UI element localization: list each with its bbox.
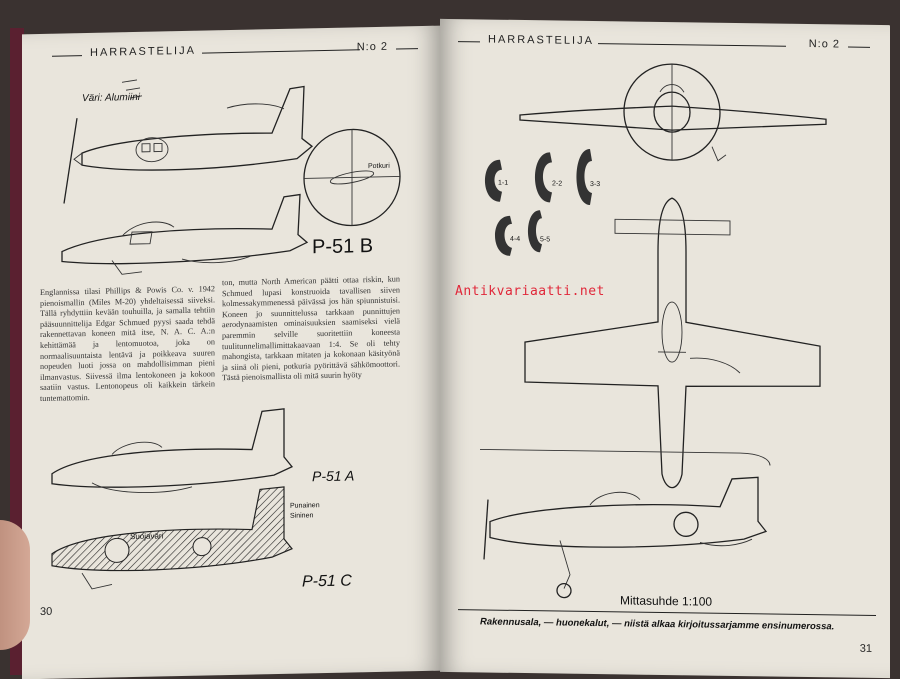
right-page-drawings (440, 19, 890, 678)
plan-view-drawing (525, 196, 820, 490)
p51c-drawing (52, 487, 292, 590)
note-propeller: Potkuri (368, 163, 390, 170)
label-p51b: P-51 B (312, 235, 373, 259)
section-label: 5-5 (540, 236, 550, 243)
side-view-drawing (480, 449, 770, 600)
note-red: Punainen (290, 502, 320, 510)
left-page-number: 30 (40, 606, 52, 618)
label-p51c: P-51 C (302, 572, 352, 591)
text-column-1: Englannissa tilasi Phillips & Powis Co. … (40, 284, 215, 404)
left-page: HARRASTELIJA N:o 2 (22, 26, 440, 679)
section-label: 4-4 (510, 236, 520, 243)
propeller-circle-drawing (304, 128, 400, 226)
front-view-drawing (520, 62, 826, 162)
watermark: Antikvariaatti.net (455, 284, 605, 299)
note-color: Väri: Alumiini (82, 92, 140, 104)
text-column-2: ton, mutta North American päätti ottaa r… (222, 274, 400, 384)
p51b-drawing (62, 194, 307, 275)
note-camouflage: Suojaväri (130, 531, 163, 541)
section-label: 2-2 (552, 180, 562, 187)
label-p51a: P-51 A (312, 467, 354, 484)
cross-sections-drawing (485, 147, 592, 256)
scale-caption: Mittasuhde 1:100 (620, 593, 712, 608)
note-blue: Sininen (290, 512, 313, 519)
right-page-number: 31 (860, 643, 872, 655)
thumb (0, 520, 30, 650)
right-page: HARRASTELIJA N:o 2 (440, 19, 890, 678)
section-label: 3-3 (590, 181, 600, 188)
p51a-drawing (52, 409, 292, 495)
section-label: 1-1 (498, 180, 508, 187)
